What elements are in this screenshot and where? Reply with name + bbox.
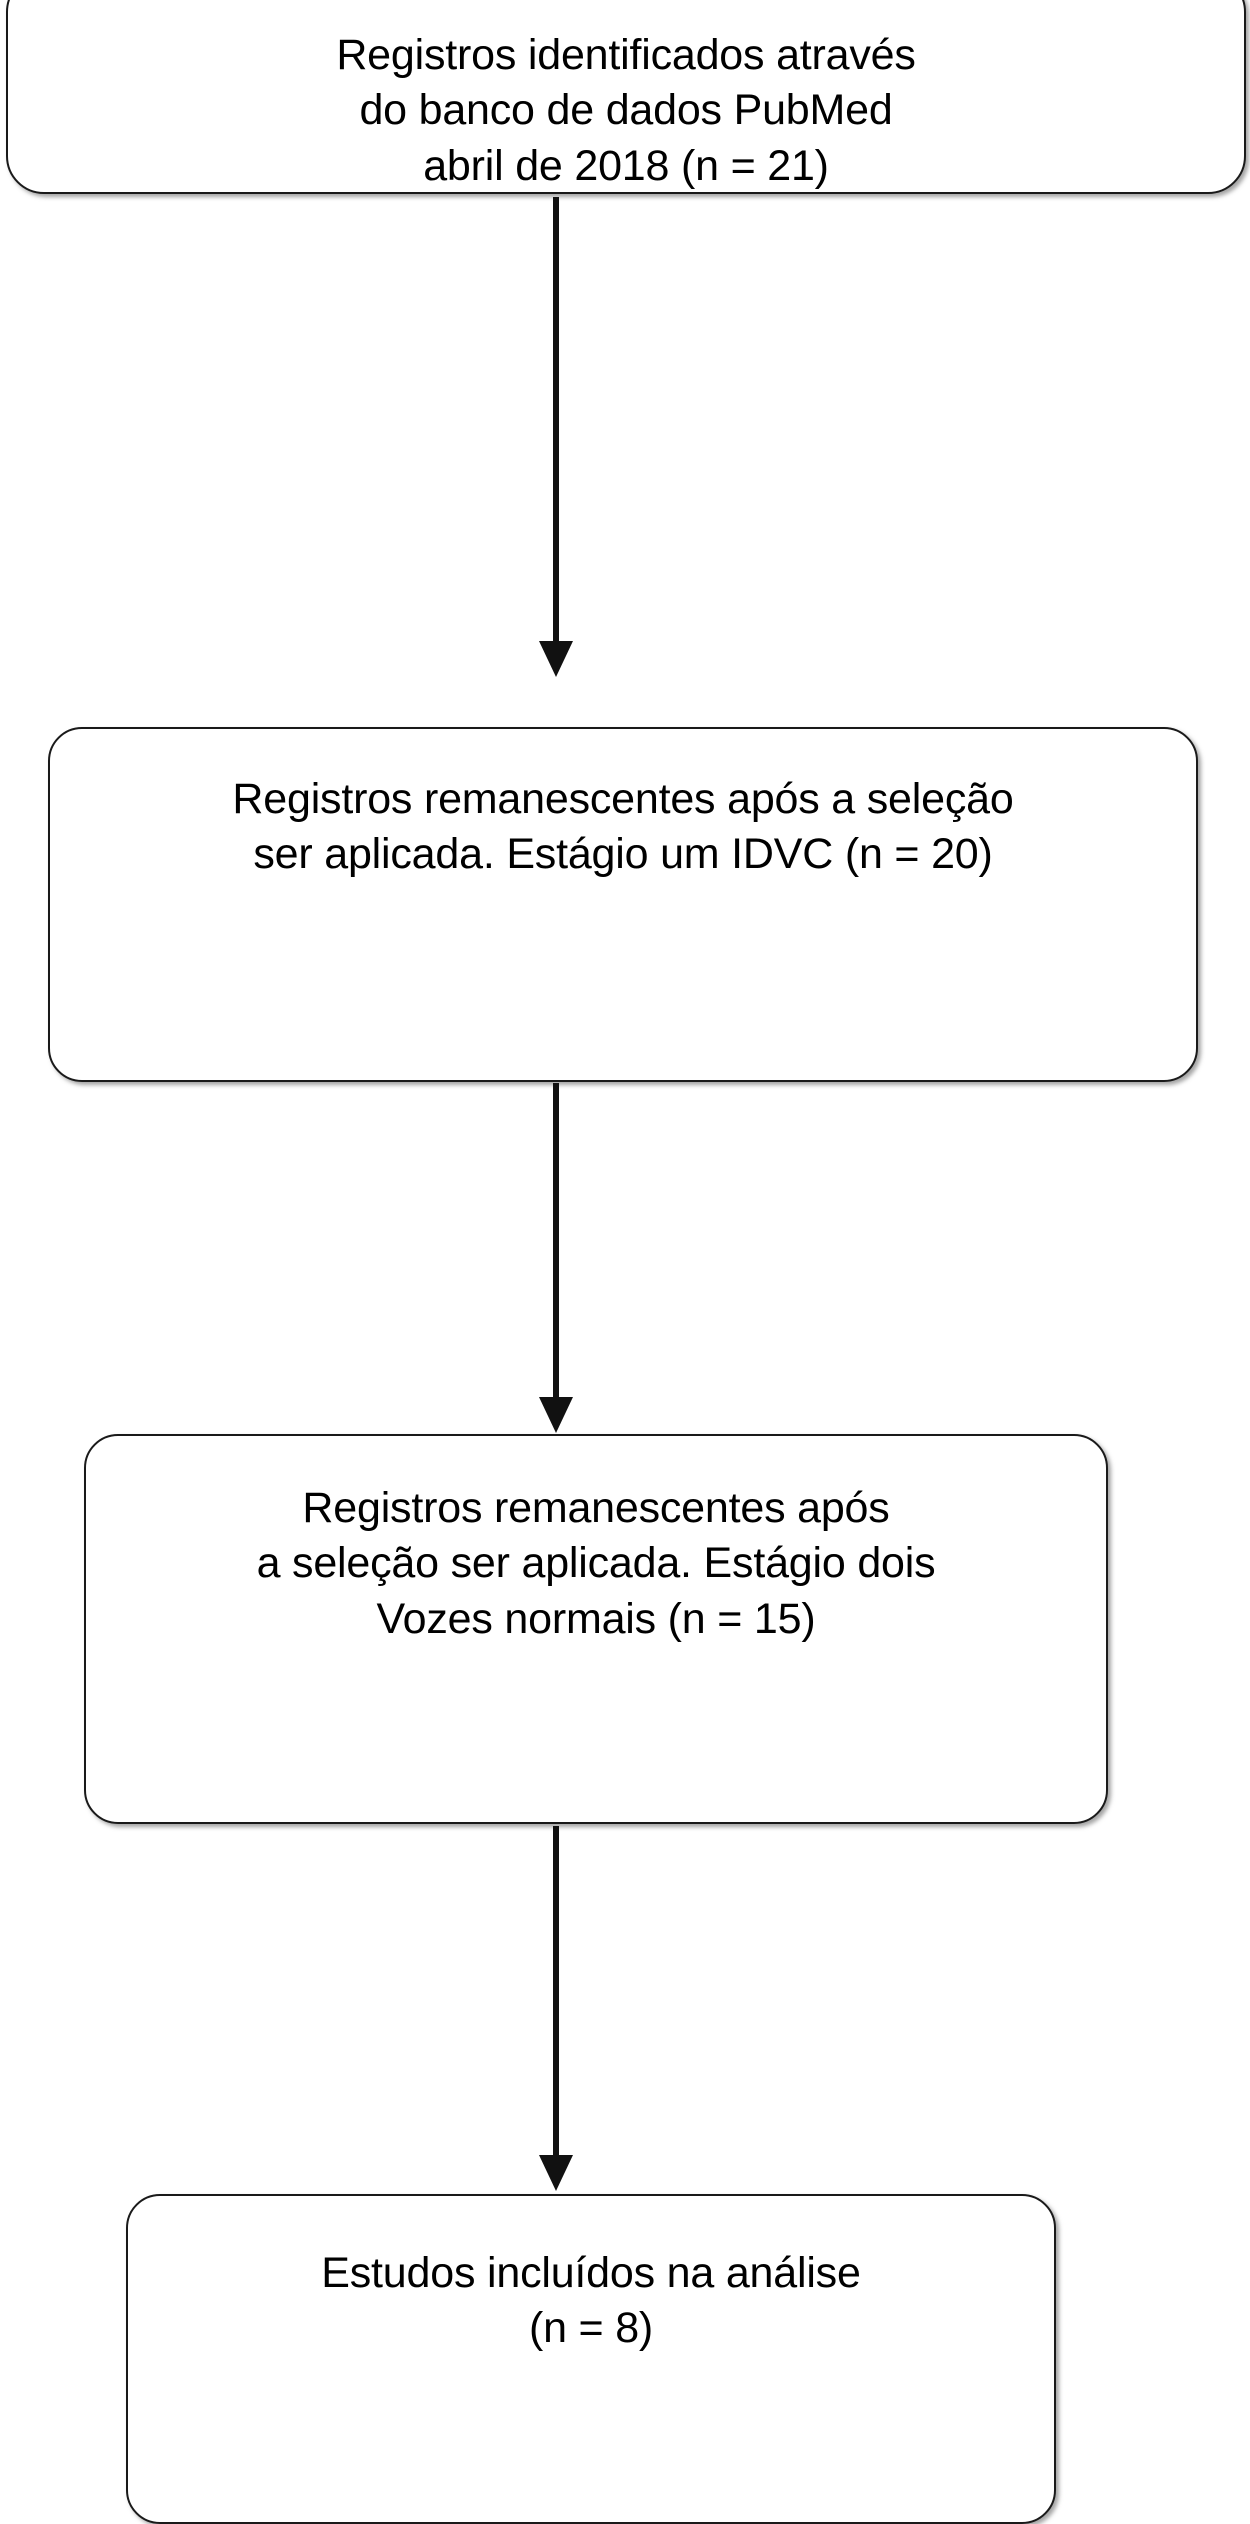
flow-node-records-after-screening-stage-one: Registros remanescentes após a seleção s… (48, 727, 1198, 1082)
flow-node-studies-included-label: Estudos incluídos na análise (n = 8) (321, 2249, 861, 2353)
flow-node-studies-included: Estudos incluídos na análise (n = 8) (126, 2194, 1056, 2524)
down-arrow-icon-2 (536, 1083, 576, 1433)
flow-node-stage-two-label: Registros remanescentes após a seleção s… (256, 1484, 936, 1643)
flow-node-records-after-screening-stage-two: Registros remanescentes após a seleção s… (84, 1434, 1108, 1824)
down-arrow-icon-1 (536, 197, 576, 677)
flow-node-stage-one-label: Registros remanescentes após a seleção s… (232, 775, 1014, 879)
arrow-shaft (553, 1826, 559, 2155)
flow-node-records-identified-label: Registros identificados através do banco… (336, 31, 916, 190)
flow-node-records-identified: Registros identificados através do banco… (6, 0, 1246, 194)
arrow-head (539, 1397, 573, 1433)
arrow-head (539, 641, 573, 677)
arrow-shaft (553, 1083, 559, 1397)
arrow-shaft (553, 197, 559, 641)
down-arrow-icon-3 (536, 1826, 576, 2191)
arrow-head (539, 2155, 573, 2191)
